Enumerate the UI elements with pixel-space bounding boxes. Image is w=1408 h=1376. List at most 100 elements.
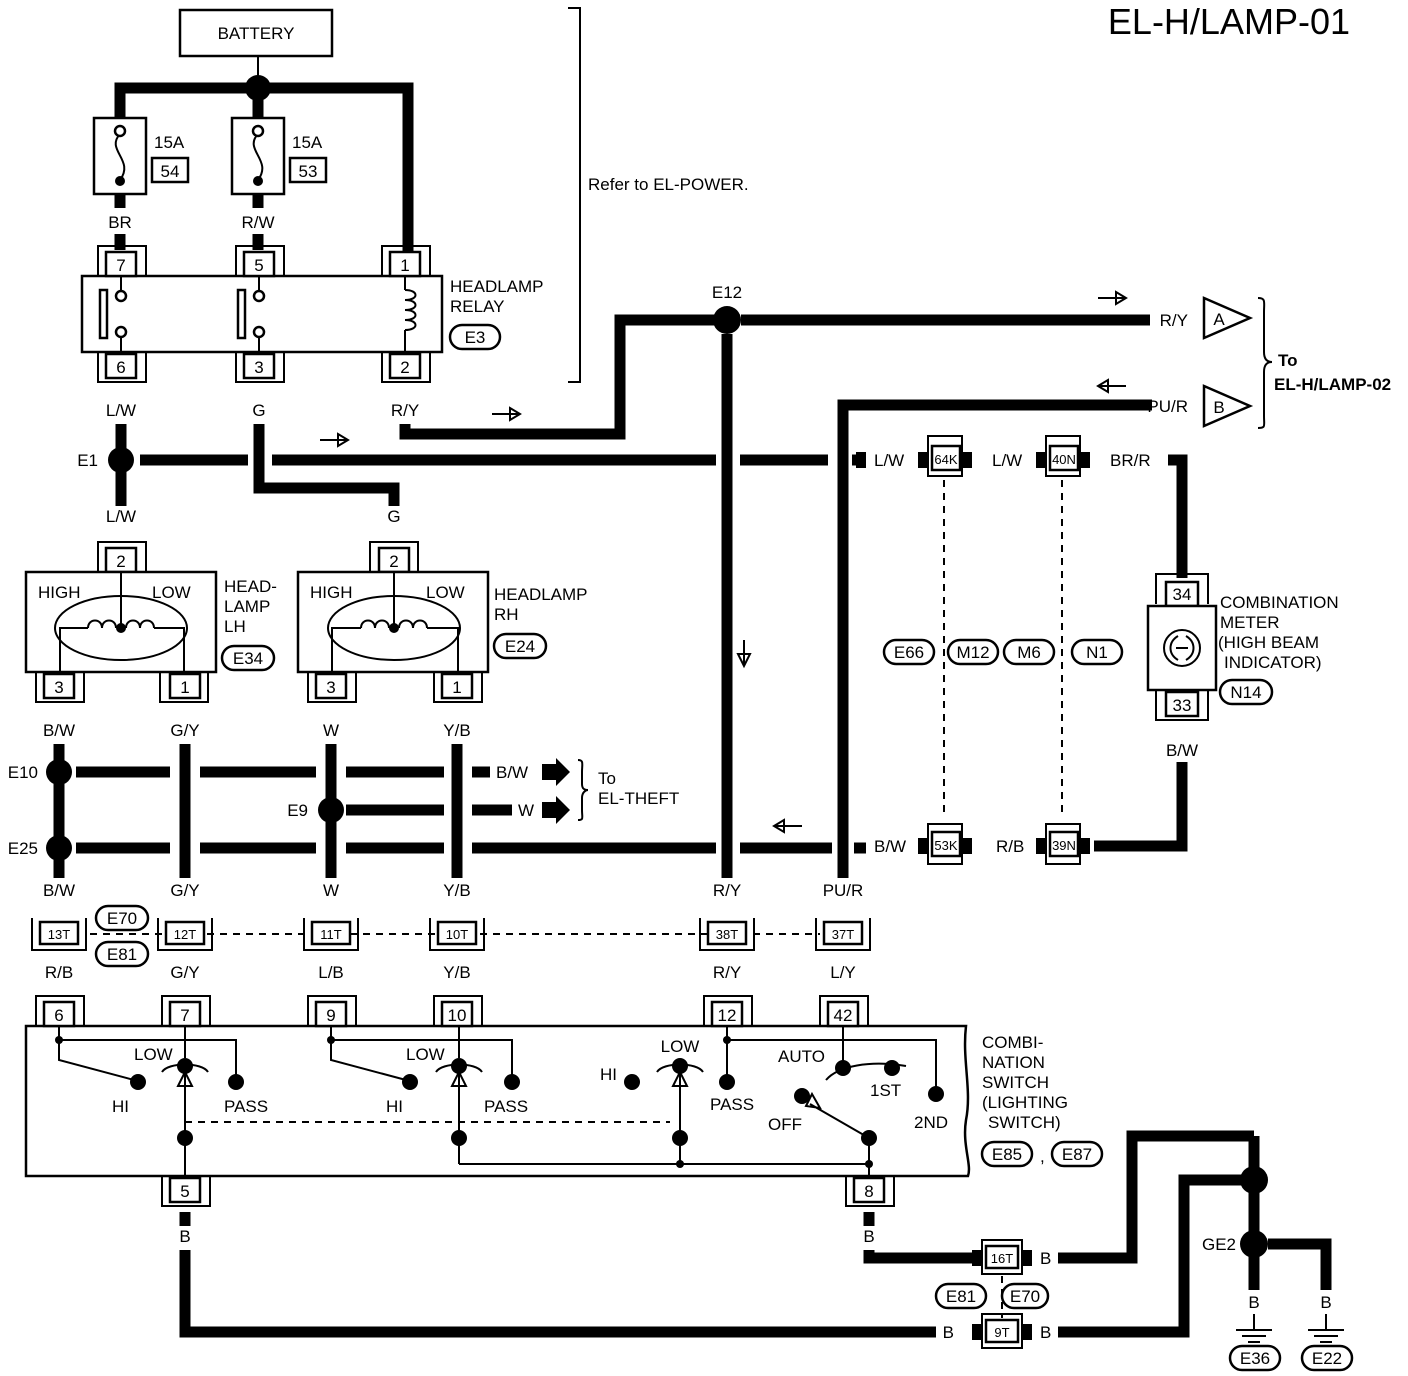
svg-text:40N: 40N (1052, 452, 1076, 467)
headlamp-rh: 2 3 1 HIGH LOW (296, 541, 490, 703)
arrow-theft-w (542, 796, 570, 824)
switch-connector-2: E87 (1062, 1145, 1092, 1164)
ground-e22-label: E22 (1312, 1349, 1342, 1368)
headlamp-lh: 2 3 1 HIGH LOW (24, 541, 218, 703)
wire-pur (837, 399, 1152, 878)
conn-stub-1 (856, 452, 866, 468)
svg-text:7: 7 (116, 256, 125, 275)
wire-label-rb-sw: R/B (45, 963, 73, 982)
wire-label-lw-2: L/W (106, 507, 136, 526)
svg-text:9: 9 (326, 1006, 335, 1025)
fuse-53-bottom (253, 176, 263, 186)
headlamp-lh-connector: E34 (233, 649, 263, 668)
headlamp-relay (80, 274, 444, 354)
meter-name-4: INDICATOR) (1224, 653, 1322, 672)
meter-connector-tag (1218, 678, 1274, 706)
switch-dimmer-rh (327, 1026, 520, 1164)
arrow-b (1096, 378, 1126, 394)
ground-symbol-e36 (1236, 1314, 1272, 1343)
wire-label-b-e36: B (1248, 1293, 1259, 1312)
switch-pin-10: 10 (433, 995, 483, 1028)
flag-b-label: B (1213, 398, 1224, 417)
joint-e25 (46, 835, 72, 861)
wire-label-b-e22: B (1320, 1293, 1331, 1312)
sw-lh-pass: PASS (224, 1097, 268, 1116)
wire-label-b-9t-out: B (1040, 1323, 1051, 1342)
svg-text:7: 7 (180, 1006, 189, 1025)
connector-38t: 38T (699, 918, 755, 951)
svg-text:10: 10 (448, 1006, 467, 1025)
svg-text:2: 2 (400, 358, 409, 377)
relay-contacts (98, 276, 266, 352)
svg-text:12: 12 (718, 1006, 737, 1025)
combination-meter: 34 33 (1146, 573, 1218, 721)
arrow-ry-down (736, 640, 752, 669)
switch-name-2: NATION (982, 1053, 1045, 1072)
ground-symbol-e22 (1308, 1314, 1344, 1343)
switch-pin-42: 42 (819, 995, 869, 1028)
relay-pin-7: 7 (97, 245, 147, 278)
svg-text:5: 5 (254, 256, 263, 275)
svg-text:6: 6 (116, 358, 125, 377)
svg-text:64K: 64K (934, 452, 957, 467)
battery-splice (245, 75, 271, 101)
sw-rh-hi: HI (386, 1097, 403, 1116)
wire-label-ry-sw: R/Y (713, 963, 741, 982)
svg-text:E66: E66 (894, 643, 924, 662)
e81-tag (94, 940, 150, 968)
meter-connector: N14 (1230, 683, 1261, 702)
switch-name-1: COMBI- (982, 1033, 1043, 1052)
arrow-a (1098, 290, 1128, 306)
arrow-theft-bw (542, 758, 570, 786)
switch-dimmer-lh (55, 1026, 244, 1176)
arrow-e25 (772, 818, 802, 834)
wire-label-rw: R/W (241, 213, 274, 232)
e70-tag (94, 904, 150, 932)
svg-text:2: 2 (116, 552, 125, 571)
fuse-54-tag (150, 156, 190, 184)
wire-label-b-pin8: B (863, 1227, 874, 1246)
switch-name-3: SWITCH (982, 1073, 1049, 1092)
svg-text:42: 42 (834, 1006, 853, 1025)
lamp02-bracket (1257, 297, 1273, 429)
joint-e12-label: E12 (712, 283, 742, 302)
wire-label-w-theft: W (518, 801, 534, 820)
wire-label-b-pin5: B (179, 1227, 190, 1246)
wire-label-ly-sw: L/Y (830, 963, 856, 982)
wire-label-lw-40n: L/W (992, 451, 1022, 470)
wire-label-w-rh: W (323, 721, 339, 740)
relay-pin-5: 5 (235, 245, 285, 278)
wire-label-gy-12t: G/Y (170, 881, 199, 900)
joint-e10 (46, 759, 72, 785)
connector-37t: 37T (815, 918, 871, 951)
e70-tag-2 (1000, 1282, 1050, 1310)
switch-pin-8: 8 (845, 1176, 895, 1207)
wire-ry-relay (399, 314, 716, 440)
svg-text:53K: 53K (934, 838, 957, 853)
switch-connector-sep: , (1040, 1147, 1045, 1166)
wire-brr (1168, 454, 1188, 578)
switch-name-5: SWITCH) (988, 1113, 1061, 1132)
wire-label-bw-53k: B/W (874, 837, 906, 856)
wire-ge2-e22 (1268, 1238, 1332, 1290)
headlamp-rh-connector: E24 (505, 637, 535, 656)
svg-text:LOW: LOW (426, 583, 465, 602)
wire-label-lw-64k: L/W (874, 451, 904, 470)
svg-text:5: 5 (180, 1182, 189, 1201)
headlamp-lh-name-2: LAMP (224, 597, 270, 616)
relay-name-1: HEADLAMP (450, 277, 544, 296)
refer-bracket (568, 7, 581, 383)
switch-pin-12: 12 (703, 995, 753, 1028)
svg-text:N1: N1 (1086, 643, 1108, 662)
wire-9t-ground (1058, 1174, 1254, 1338)
switch-pin-5: 5 (161, 1176, 211, 1207)
sw-auto: AUTO (778, 1047, 825, 1066)
joint-ge2-label: GE2 (1202, 1235, 1236, 1254)
sw-pass-low: LOW (661, 1037, 700, 1056)
fuse-54-number: 54 (161, 162, 180, 181)
e81-label-2: E81 (946, 1287, 976, 1306)
wire-label-br: BR (108, 213, 132, 232)
svg-text:11T: 11T (320, 927, 341, 942)
wire-label-pur-b: PU/R (1147, 397, 1188, 416)
